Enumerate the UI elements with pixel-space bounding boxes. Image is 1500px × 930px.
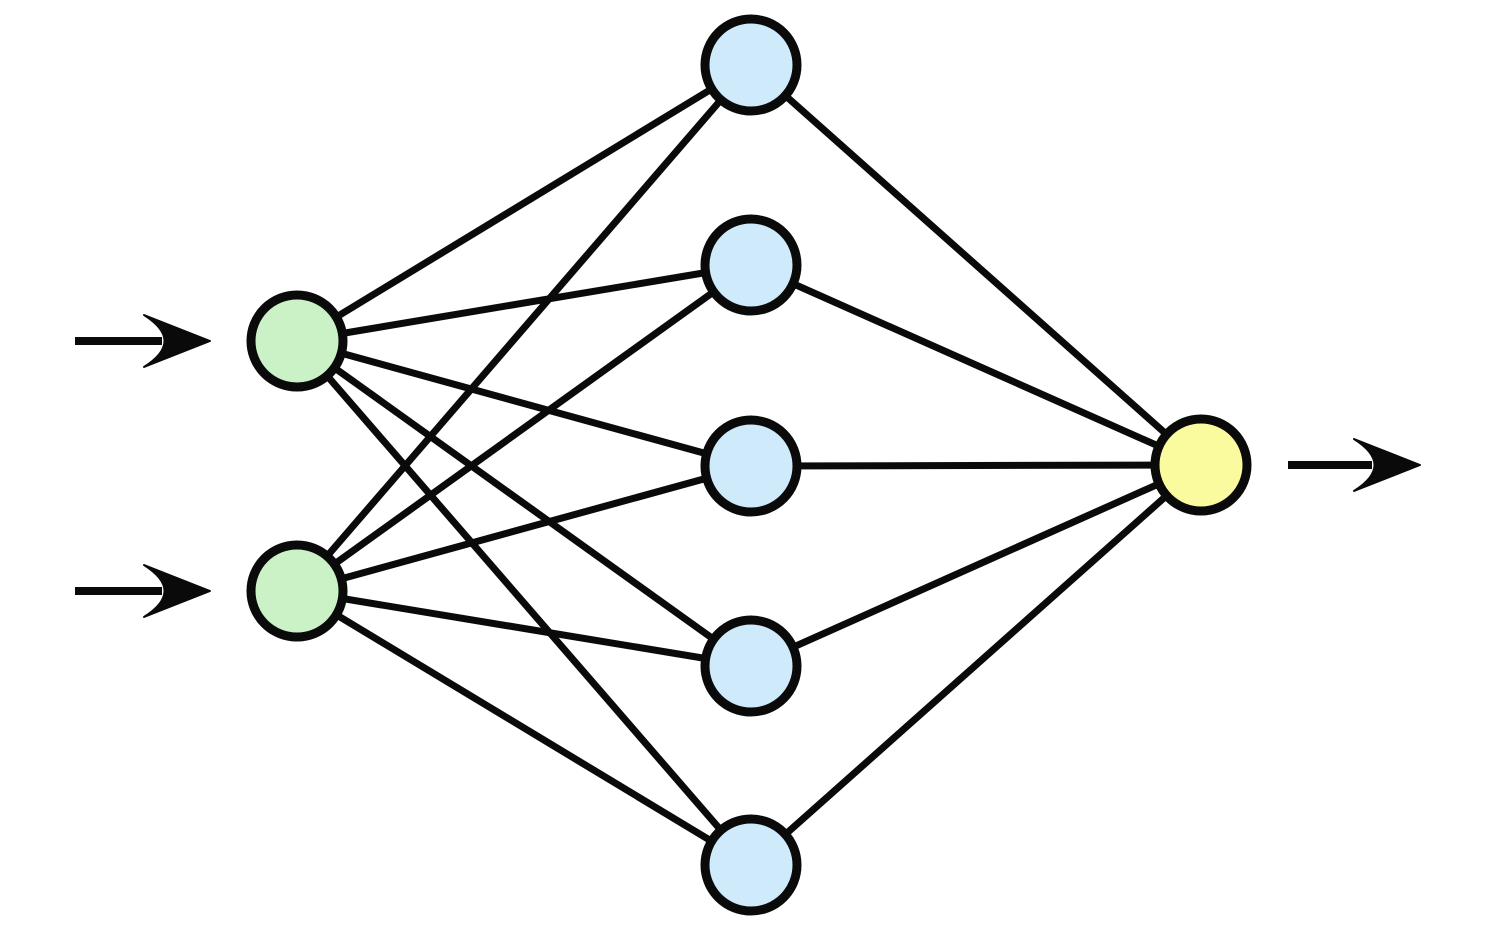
input-1-node <box>246 290 348 392</box>
edge-input-1-hidden-2 <box>293 261 755 345</box>
output-arrow <box>1288 438 1421 492</box>
output-1-node <box>1150 414 1252 516</box>
edge-hidden-5-output-1 <box>747 461 1205 869</box>
edge-hidden-4-output-1 <box>747 461 1205 670</box>
input-arrow-1 <box>75 314 211 368</box>
edge-hidden-3-output-1 <box>747 461 1205 470</box>
hidden-2-node <box>700 214 802 316</box>
edge-input-1-hidden-1 <box>293 61 755 345</box>
edge-input-1-hidden-3 <box>293 337 755 470</box>
edge-hidden-2-output-1 <box>747 261 1205 469</box>
hidden-5-node <box>700 814 802 916</box>
edge-input-1-hidden-4 <box>293 337 755 670</box>
edge-input-2-hidden-1 <box>293 61 755 595</box>
arrows-group <box>75 314 1421 618</box>
edge-input-2-hidden-4 <box>293 587 755 670</box>
edge-input-2-hidden-3 <box>293 462 755 595</box>
nodes-group <box>246 14 1252 916</box>
input-arrow-1-head <box>143 314 211 368</box>
edge-input-2-hidden-2 <box>293 261 755 595</box>
edge-input-2-hidden-5 <box>293 587 755 869</box>
input-2-node <box>246 540 348 642</box>
input-arrow-2 <box>75 564 211 618</box>
hidden-3-node <box>700 415 802 517</box>
output-arrow-head <box>1353 438 1421 492</box>
hidden-1-node <box>700 14 802 116</box>
input-arrow-2-head <box>143 564 211 618</box>
edge-input-1-hidden-5 <box>293 337 755 869</box>
edge-hidden-1-output-1 <box>747 61 1205 469</box>
hidden-4-node <box>700 615 802 717</box>
edges-group <box>293 61 1205 869</box>
